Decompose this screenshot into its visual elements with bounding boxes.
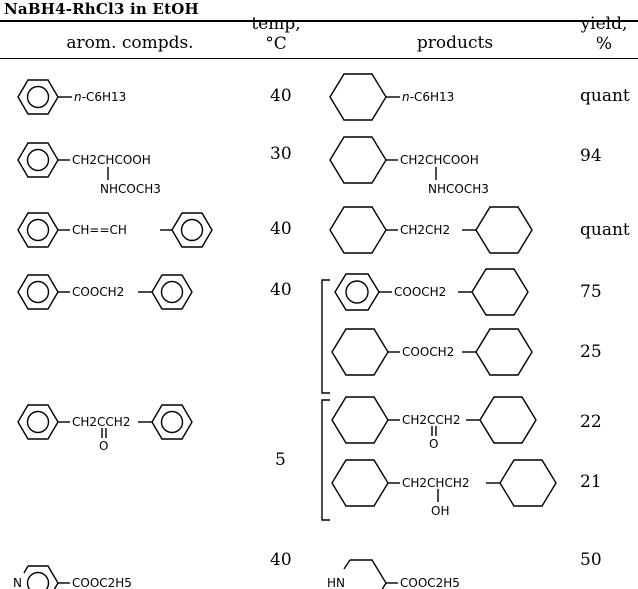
cyclohexane-ring-icon [331, 328, 389, 376]
header-products: products [416, 33, 494, 53]
table-caption: NaBH4-RhCl3 in EtOH [4, 0, 199, 18]
chain-label: CH2CHCOOH [72, 153, 151, 167]
sub-group-label: O [99, 439, 108, 453]
benzene-ring-icon [17, 142, 59, 178]
yield-cell: quant [580, 220, 630, 240]
chain-label: CH2CHCOOH [400, 153, 479, 167]
temp-cell: 40 [270, 219, 292, 239]
yield-cell: 21 [580, 472, 602, 492]
cyclohexane-ring-icon [329, 73, 387, 121]
cyclohexane-ring-icon [475, 206, 533, 254]
cyclohexane-ring-icon [479, 396, 537, 444]
temp-cell: 40 [270, 550, 292, 570]
benzene-ring-icon [151, 404, 193, 440]
cyclohexane-ring-icon [331, 396, 389, 444]
chain-label: COOCH2 [402, 345, 454, 359]
chain-label: CH2CHCH2 [402, 476, 469, 490]
yield-cell: quant [580, 86, 630, 106]
substituent-label: n-C6H13 [402, 90, 454, 104]
ring-atom-label: N [13, 576, 22, 589]
sub-group-label: NHCOCH3 [428, 182, 489, 196]
cyclohexane-ring-icon [331, 459, 389, 507]
header-arom-compds: arom. compds. [66, 33, 194, 53]
cyclohexane-ring-icon [471, 268, 529, 316]
product-bracket [321, 279, 330, 394]
temp-cell: 30 [270, 144, 292, 164]
temp-cell: 5 [275, 450, 286, 470]
substituent-label: n-C6H13 [74, 90, 126, 104]
sub-group-label: OH [431, 504, 449, 518]
chain-label: COOCH2 [394, 285, 446, 299]
yield-cell: 50 [580, 550, 602, 570]
header-yield: yield, % [580, 14, 628, 54]
ring-atom-label: HN [327, 576, 345, 589]
chain-label: CH2CH2 [400, 223, 450, 237]
yield-cell: 22 [580, 412, 602, 432]
header-temp: temp, °C [251, 14, 301, 54]
benzene-ring-icon [334, 273, 380, 311]
yield-cell: 75 [580, 282, 602, 302]
sub-group-label: O [429, 437, 438, 451]
pyridine-ring-icon [23, 565, 59, 589]
temp-cell: 40 [270, 86, 292, 106]
chain-label: COOC2H5 [72, 576, 132, 589]
yield-cell: 94 [580, 146, 602, 166]
chain-label: COOCH2 [72, 285, 124, 299]
cyclohexane-ring-icon [475, 328, 533, 376]
chain-label: CH2CCH2 [72, 415, 130, 429]
top-rule [0, 20, 638, 22]
cyclohexane-ring-icon [329, 136, 387, 184]
benzene-ring-icon [17, 404, 59, 440]
cyclohexane-ring-icon [329, 206, 387, 254]
benzene-ring-icon [151, 274, 193, 310]
benzene-ring-icon [17, 79, 59, 115]
cyclohexane-ring-icon [499, 459, 557, 507]
header-rule [0, 58, 638, 59]
sub-group-label: NHCOCH3 [100, 182, 161, 196]
chain-label: CH2CCH2 [402, 413, 460, 427]
benzene-ring-icon [17, 274, 59, 310]
chain-label: COOC2H5 [400, 576, 460, 589]
temp-cell: 40 [270, 280, 292, 300]
chain-label: CH==CH [72, 223, 127, 237]
piperidine-ring-icon [343, 559, 387, 589]
benzene-ring-icon [17, 212, 59, 248]
product-bracket [321, 399, 330, 521]
yield-cell: 25 [580, 342, 602, 362]
benzene-ring-icon [171, 212, 213, 248]
